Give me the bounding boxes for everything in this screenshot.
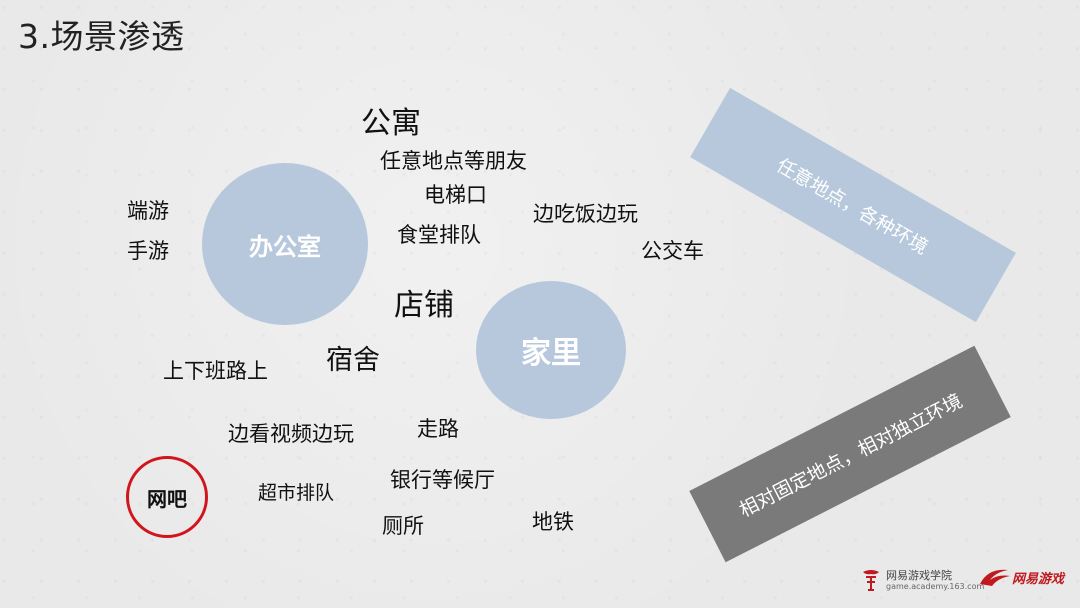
band-fixed-place: 相对固定地点，相对独立环境 xyxy=(689,345,1011,563)
office-label: 办公室 xyxy=(249,232,321,261)
scene-dorm: 宿舍 xyxy=(326,345,380,376)
games-brand: 网易游戏 xyxy=(1012,571,1065,587)
scene-bank-waiting: 银行等候厅 xyxy=(390,468,495,492)
academy-logo: 网易游戏学院 game.academy.163.com xyxy=(860,568,984,594)
scene-commute: 上下班路上 xyxy=(163,359,268,383)
netbar-label: 网吧 xyxy=(147,486,187,511)
scene-anywhere-friends: 任意地点等朋友 xyxy=(380,149,527,173)
academy-name: 网易游戏学院 xyxy=(886,569,952,582)
band-fixed-place-label: 相对固定地点，相对独立环境 xyxy=(735,389,966,522)
band-any-place: 任意地点，各种环境 xyxy=(690,87,1016,323)
scene-client-game: 端游 xyxy=(127,199,169,223)
home-circle: 家里 xyxy=(476,281,626,419)
band-any-place-label: 任意地点，各种环境 xyxy=(772,154,932,259)
scene-walking: 走路 xyxy=(417,417,459,441)
scene-apartment: 公寓 xyxy=(361,106,421,141)
scene-supermarket-queue: 超市排队 xyxy=(258,482,335,504)
scene-toilet: 厕所 xyxy=(382,514,424,538)
scene-video-and-play: 边看视频边玩 xyxy=(228,422,354,446)
home-label: 家里 xyxy=(521,336,581,371)
academy-mark-icon xyxy=(860,568,882,594)
netbar-circle: 网吧 xyxy=(126,456,208,538)
scene-canteen-queue: 食堂排队 xyxy=(397,223,481,247)
scene-bus: 公交车 xyxy=(641,239,704,263)
scene-store: 店铺 xyxy=(394,288,454,323)
games-logo: 网易游戏 xyxy=(978,566,1064,588)
scene-elevator: 电梯口 xyxy=(424,183,487,207)
scene-mobile-game: 手游 xyxy=(127,239,169,263)
scene-eat-and-play: 边吃饭边玩 xyxy=(533,202,638,226)
scene-subway: 地铁 xyxy=(532,510,574,534)
academy-url: game.academy.163.com xyxy=(886,582,985,591)
office-circle: 办公室 xyxy=(202,163,368,325)
games-swirl-icon xyxy=(980,569,1010,586)
page-title: 3.场景渗透 xyxy=(18,17,185,56)
